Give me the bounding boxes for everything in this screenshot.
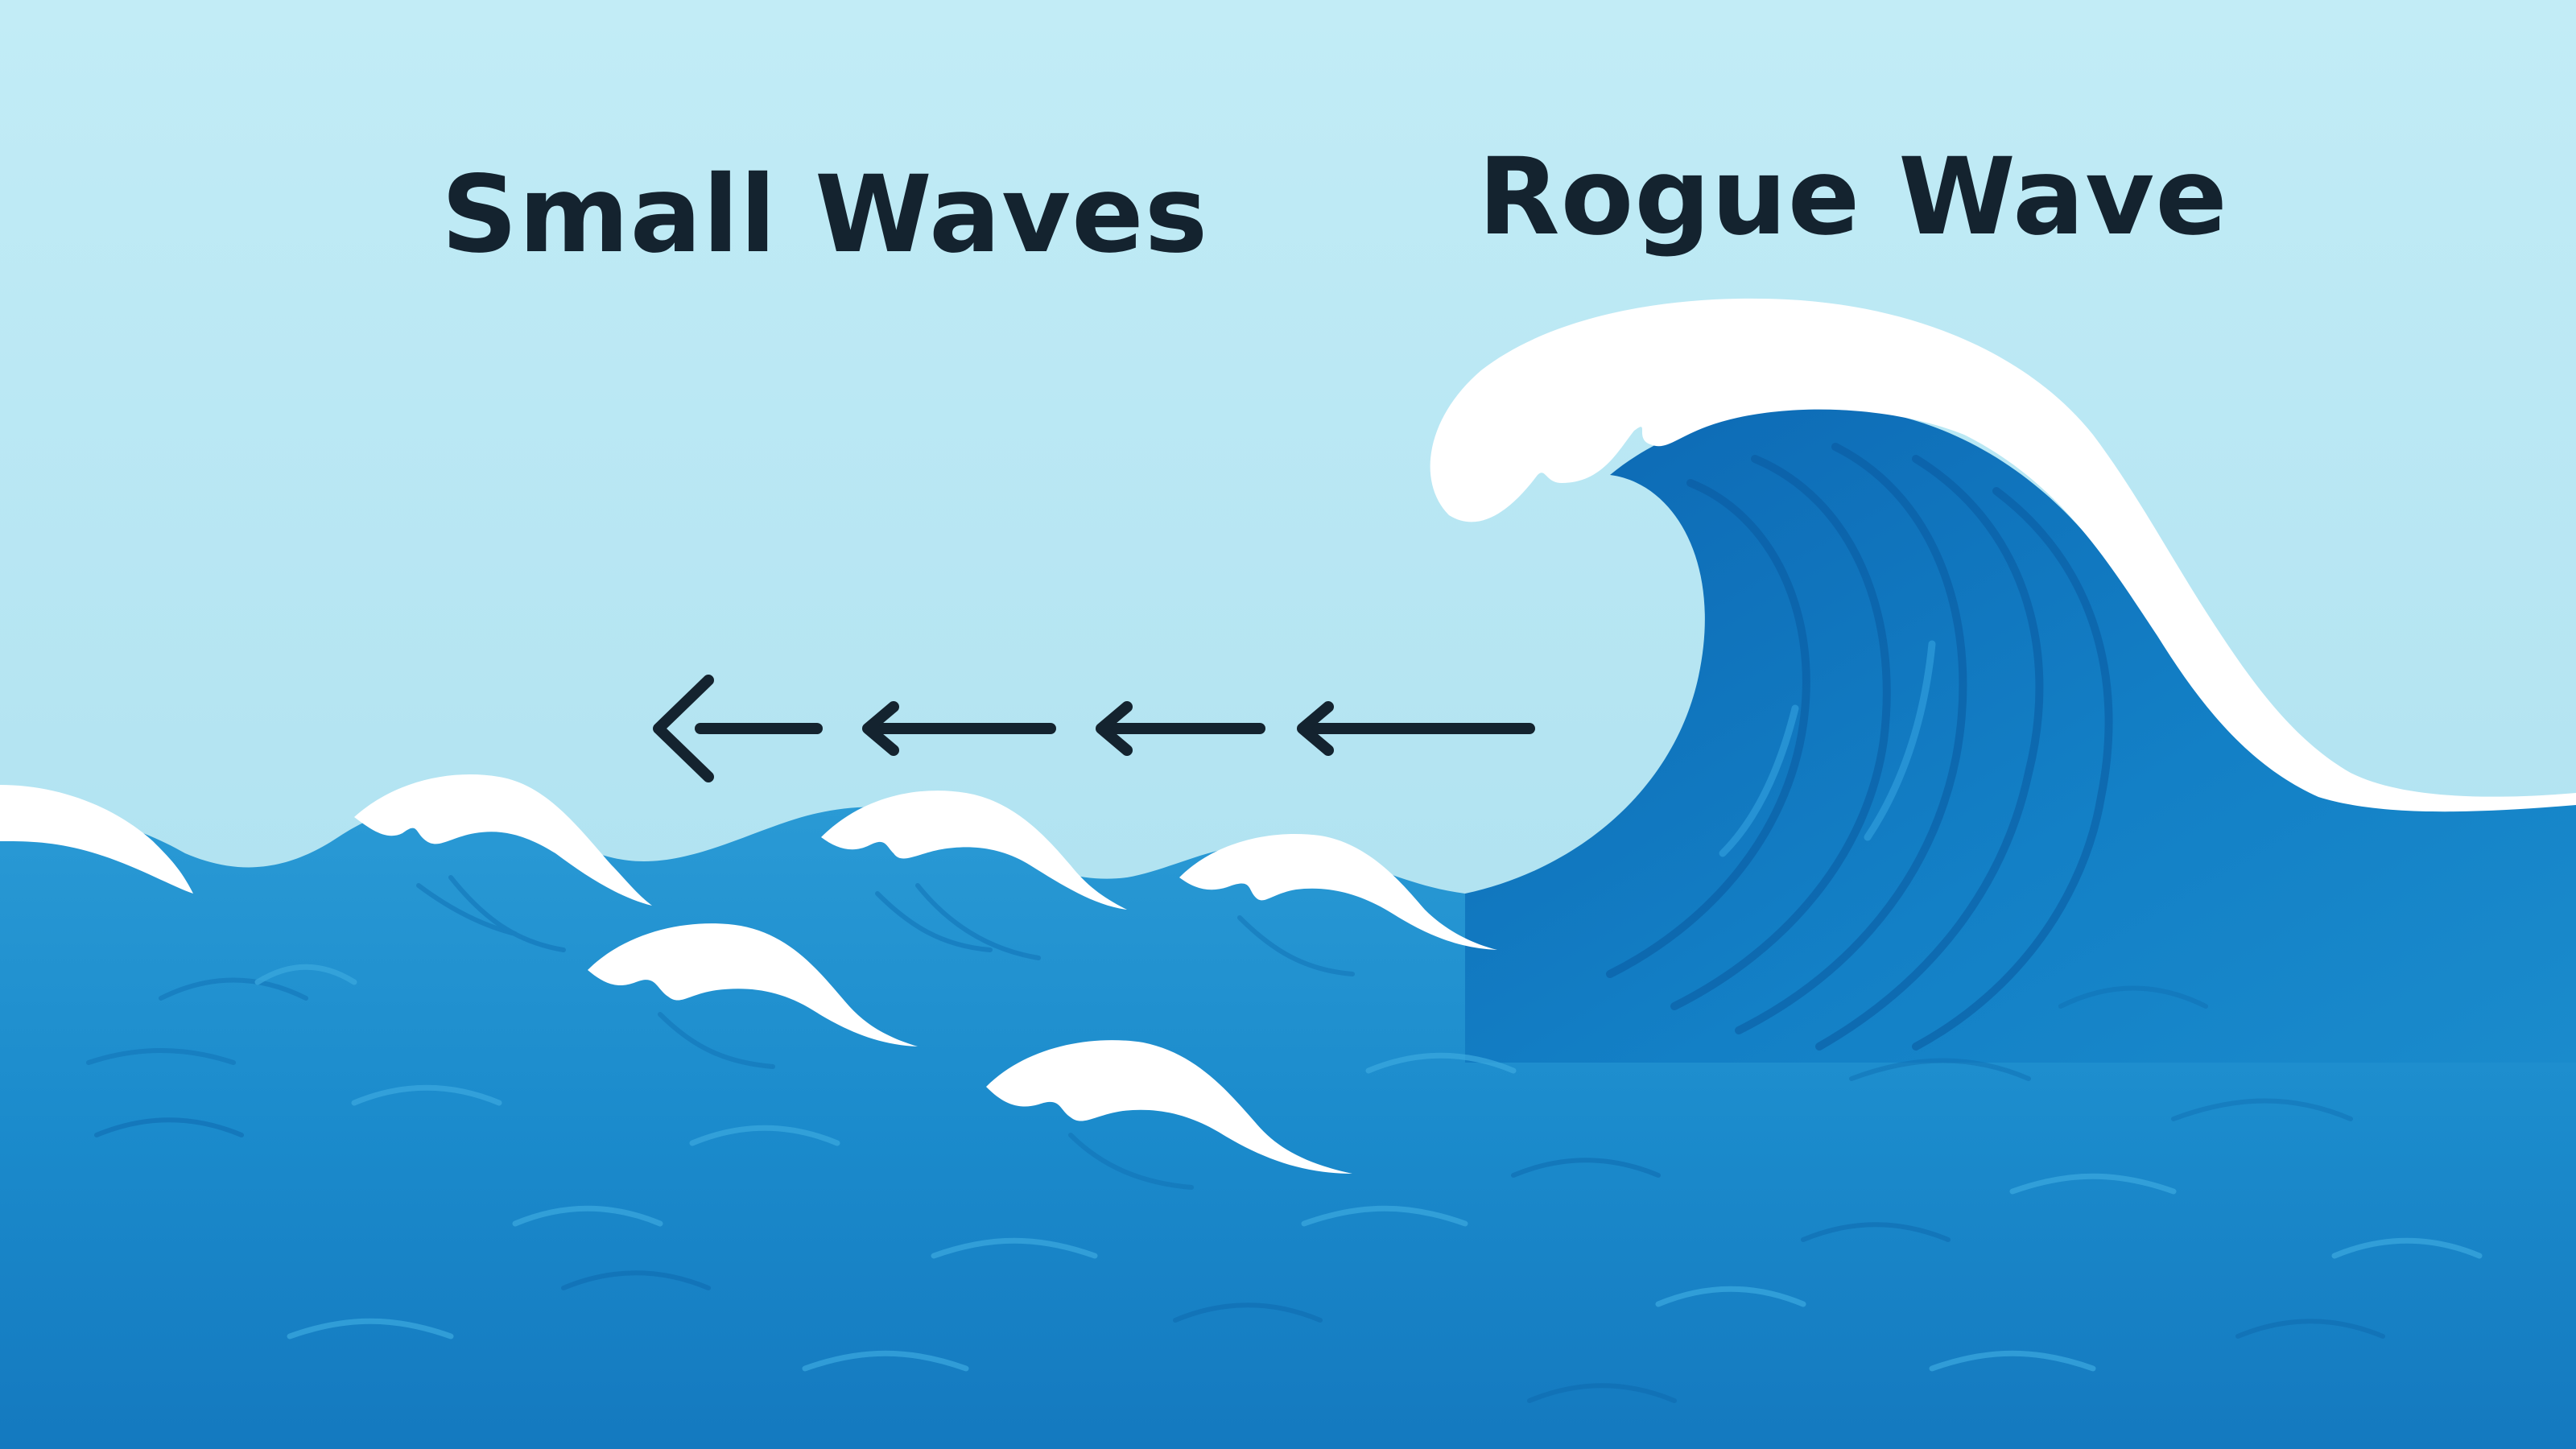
small-waves-label: Small Waves <box>441 153 1208 277</box>
rogue-wave-label: Rogue Wave <box>1478 135 2228 259</box>
